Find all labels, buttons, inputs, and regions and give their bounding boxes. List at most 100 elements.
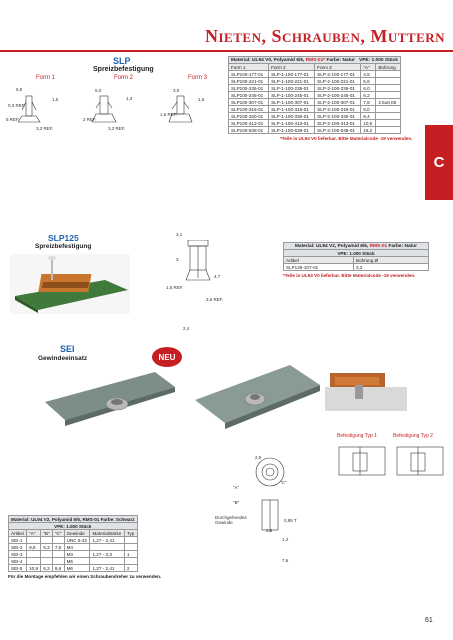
header-rule: [0, 50, 453, 52]
slp125-photo: [10, 254, 130, 314]
table-cell: 1,27 - 2,41: [89, 564, 125, 572]
slp-f1-dim-b: 0,3 REF.: [8, 103, 26, 108]
table-cell: SEI-3: [7, 550, 28, 558]
slp-col-header: "A": [360, 63, 377, 71]
neu-badge: NEU: [152, 347, 182, 367]
slp125-dim-b: 3: [176, 257, 179, 262]
table-cell: SLP-1-100-177-01: [268, 70, 316, 78]
table-cell: SLP100-413-01: [227, 119, 270, 127]
table-cell: SLP-1-100-638-01: [268, 126, 316, 134]
slp125-dim-a: 3,1: [176, 232, 183, 237]
slp-table-title: Material: UL94 V0, Polyamid 6/6, RMS-01*…: [228, 56, 401, 64]
table-cell: SLP100-245-01: [227, 91, 270, 99]
table-cell: [26, 550, 42, 558]
sei-table-wrap: Material: UL94 V2, Polyamid 6/6, RMS-01 …: [7, 515, 162, 579]
sei-table: Material: UL94 V2, Polyamid 6/6, RMS-01 …: [7, 515, 138, 572]
table-cell: [40, 536, 53, 544]
table-cell: 4,5: [360, 70, 377, 78]
sei-type-drawings: [338, 446, 444, 476]
table-cell: UNC 6-32: [63, 536, 91, 544]
table-cell: [375, 105, 401, 113]
table-cell: M4: [63, 543, 91, 551]
table-cell: 7,8: [360, 98, 377, 106]
slp-f3-dim-a: 3,0: [173, 88, 180, 93]
slp-drawings: [17, 95, 193, 123]
table-cell: [375, 91, 401, 99]
sei-subtitle: Gewindeeinsatz: [38, 355, 88, 362]
table-cell: SLP100-177-01: [227, 70, 270, 78]
table-cell: [375, 70, 401, 78]
table-cell: [123, 543, 138, 551]
slp-name: SLP: [113, 56, 131, 66]
table-cell: SLP100-638-01: [227, 126, 270, 134]
slp125-col-artikel: Artikel: [283, 256, 354, 264]
slp-f3-dim-c: 1,5 REF.: [160, 112, 178, 117]
table-cell: 6,2: [360, 91, 377, 99]
sei-col-header: Materialstärke: [89, 529, 125, 537]
slp125-col-bohrung: Bohrung Ø: [353, 256, 429, 264]
slp-col-header: Form 1: [227, 63, 270, 71]
slp-f1-dim-d: 5 REF.: [6, 117, 20, 122]
sei-type2-label: Befestigung Typ 2: [393, 433, 433, 439]
slp125-subtitle: Spreizbefestigung: [35, 243, 92, 250]
slp-form2-label: Form 2: [114, 75, 134, 81]
sei-drawing: [255, 457, 285, 532]
table-cell: M5: [63, 557, 91, 565]
sei-table-vpe: VPE: 1.000 Stück: [8, 522, 138, 530]
slp-col-header: Bohrung: [375, 63, 401, 71]
slp-table-note: *Teile in UL94 V0 lieferbar. Bitte Mater…: [280, 136, 413, 141]
sei-dim-h: 1,2: [282, 537, 289, 542]
table-cell: 6,0: [360, 84, 377, 92]
table-cell: SEI-5: [7, 564, 28, 572]
table-cell: [89, 557, 125, 565]
section-tab[interactable]: C: [425, 125, 453, 200]
table-cell: 5,6: [360, 77, 377, 85]
slp125-dim-c: 1,5 REF.: [166, 285, 184, 290]
table-cell: 10,9: [26, 564, 42, 572]
slp-subtitle: Spreizbefestigung: [93, 66, 154, 73]
table-cell: [40, 550, 53, 558]
table-cell: 2,5±0,05: [375, 98, 401, 106]
table-cell: [375, 112, 401, 120]
slp-f2-dim-a: 5,0: [95, 88, 102, 93]
table-cell: SLP100-330-01: [227, 112, 270, 120]
table-cell: SLP-2-100-245-01: [314, 91, 362, 99]
slp125-drawing: [185, 240, 211, 281]
slp-f1-dim-a: 5,9: [16, 87, 23, 92]
sei-dim-d: "C": [280, 480, 287, 485]
table-cell: SLP100-316-01: [227, 105, 270, 113]
table-cell: [375, 119, 401, 127]
table-cell: SLP-1-100-316-01: [268, 105, 316, 113]
slp125-cell: 3,2: [353, 263, 429, 271]
sei-col-header: "A": [26, 529, 42, 537]
table-cell: 8,0: [360, 105, 377, 113]
slp125-table-note: *Teile in UL94 V0 lieferbar. Bitte Mater…: [283, 273, 416, 278]
table-cell: SLP-1-100-221-01: [268, 77, 316, 85]
page-number: 61: [425, 617, 433, 624]
slp-col-header: Form 3: [314, 63, 362, 71]
sei-table-note: Für die Montage empfehlen wir einen Schr…: [8, 574, 162, 579]
slp-form3-label: Form 3: [188, 75, 208, 81]
slp125-dim-d: 4,7: [214, 274, 221, 279]
sei-photo-left: [45, 372, 175, 426]
slp125-table-title: Material: UL94 V2, Polyamid 6/6, RMS-01 …: [283, 242, 429, 250]
sei-type1-label: Befestigung Typ 1: [337, 433, 377, 439]
sei-dim-i: 7,6: [282, 558, 289, 563]
table-cell: SLP-1-100-245-01: [268, 91, 316, 99]
sei-name: SEI: [60, 344, 75, 354]
table-cell: [51, 557, 65, 565]
table-cell: SLP-1-100-236-01: [268, 84, 316, 92]
table-cell: SLP-2-100-330-01: [314, 112, 362, 120]
sei-photo-middle: [195, 365, 320, 429]
table-cell: 9,9: [26, 543, 42, 551]
table-cell: 16,2: [360, 126, 377, 134]
slp-f2-dim-c: 1,3: [126, 96, 133, 101]
sei-col-header: "C": [51, 529, 65, 537]
